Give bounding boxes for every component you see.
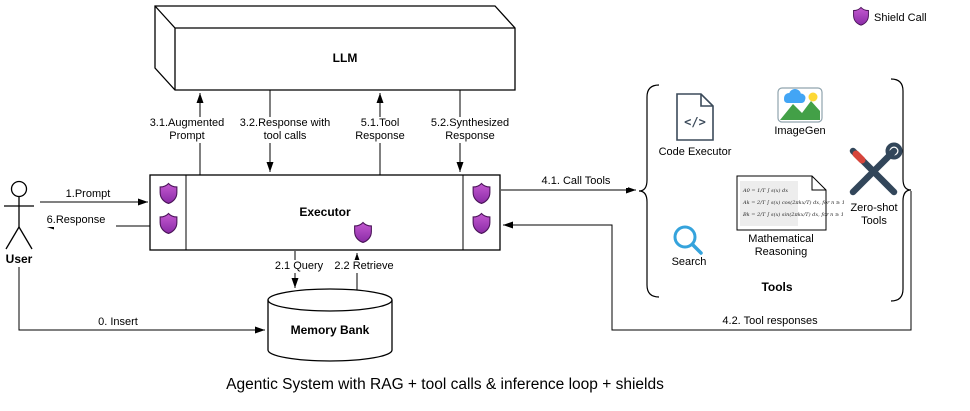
imagegen-label: ImageGen bbox=[774, 125, 826, 137]
math-formula-line: A0 = 1/T ∫ s(x) dx bbox=[742, 187, 788, 194]
shield-icon bbox=[472, 182, 491, 204]
edge-label-retrieve: 2.2 Retrieve bbox=[326, 260, 402, 274]
legend-shield-icon bbox=[853, 6, 869, 26]
user-figure bbox=[4, 180, 34, 250]
executor-label: Executor bbox=[299, 205, 351, 219]
user-label: User bbox=[5, 252, 33, 266]
code-glyph: </> bbox=[684, 115, 706, 129]
tools-bracket-right bbox=[890, 78, 912, 302]
edge-label-response-with-tool-calls: 3.2.Response with tool calls bbox=[235, 117, 335, 144]
arrow-tool-responses bbox=[503, 191, 912, 331]
executor-node bbox=[149, 174, 501, 251]
imagegen-icon bbox=[777, 87, 823, 123]
math-formula-line: Ak = 2/T ∫ s(x) cos(2πkx/T) dx, for n ≥ … bbox=[742, 199, 845, 206]
edge-label-prompt: 1.Prompt bbox=[65, 188, 111, 200]
edge-label-call-tools: 4.1. Call Tools bbox=[524, 175, 628, 189]
edge-label-synthesized-response: 5.2.Synthesized Response bbox=[420, 117, 520, 144]
math-reasoning-icon: A0 = 1/T ∫ s(x) dx Ak = 2/T ∫ s(x) cos(2… bbox=[736, 175, 845, 231]
legend-shield-call-label: Shield Call bbox=[874, 12, 927, 24]
shield-icon bbox=[159, 182, 178, 204]
zero-shot-tools-icon bbox=[849, 142, 903, 196]
edge-label-query: 2.1 Query bbox=[263, 260, 335, 274]
edge-label-augmented-prompt: 3.1.Augmented Prompt bbox=[137, 117, 237, 144]
math-reasoning-label: Mathematical Reasoning bbox=[748, 233, 814, 259]
shield-icon bbox=[159, 212, 178, 234]
zero-shot-tools-label: Zero-shot Tools bbox=[850, 202, 898, 228]
search-icon bbox=[673, 225, 703, 255]
diagram-title: Agentic System with RAG + tool calls & i… bbox=[226, 376, 664, 393]
edge-label-response: 6.Response bbox=[36, 214, 116, 228]
search-label: Search bbox=[671, 256, 707, 268]
code-executor-icon: </> bbox=[676, 93, 714, 141]
math-formula-line: Bk = 2/T ∫ s(x) sin(2πkx/T) dx, for n ≥ … bbox=[742, 211, 844, 218]
llm-label: LLM bbox=[332, 51, 358, 65]
llm-node bbox=[154, 5, 516, 91]
edge-label-insert: 0. Insert bbox=[78, 316, 158, 330]
tools-group-label: Tools bbox=[761, 280, 793, 294]
arrow-insert bbox=[18, 267, 265, 334]
shield-icon bbox=[472, 212, 491, 234]
code-executor-label: Code Executor bbox=[658, 146, 732, 158]
edge-label-tool-responses: 4.2. Tool responses bbox=[708, 315, 832, 329]
memory-bank-label: Memory Bank bbox=[270, 323, 390, 338]
shield-icon bbox=[354, 221, 372, 243]
edge-label-tool-response: 5.1.Tool Response bbox=[344, 117, 416, 144]
tools-bracket-left bbox=[638, 84, 660, 298]
